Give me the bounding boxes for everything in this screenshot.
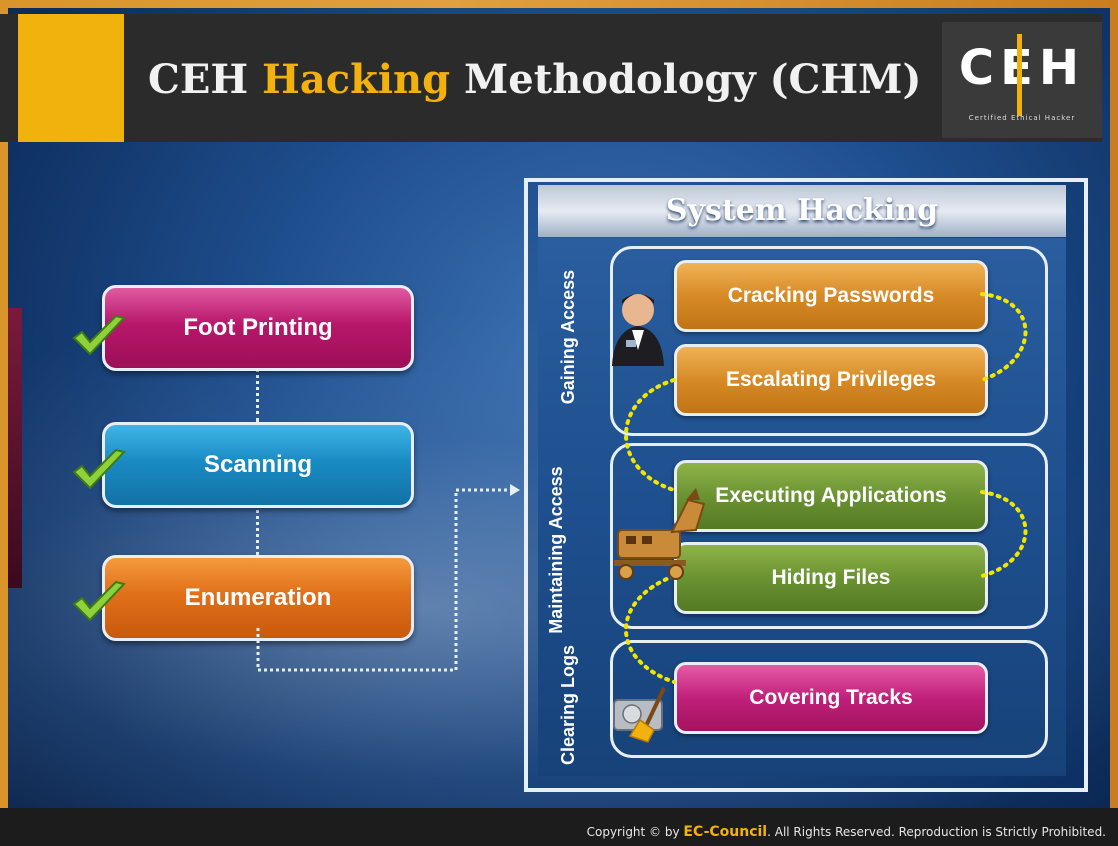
step-connector (256, 368, 259, 422)
group-label-clearing-logs: Clearing Logs (558, 645, 578, 766)
task-cracking-passwords: Cracking Passwords (674, 260, 988, 332)
task-escalating-privileges: Escalating Privileges (674, 344, 988, 416)
step-label: Foot Printing (183, 314, 333, 341)
step-enumeration: Enumeration (102, 555, 414, 641)
header-accent-block (18, 14, 124, 142)
logo-divider (1017, 34, 1022, 116)
checkmark-icon (72, 580, 126, 622)
task-executing-applications: Executing Applications (674, 460, 988, 532)
group-maintaining-access (610, 443, 1048, 629)
task-covering-tracks: Covering Tracks (674, 662, 988, 734)
title-highlight: Hacking (262, 56, 451, 103)
title-part-2: Methodology (CHM) (450, 56, 922, 103)
footer-bar (0, 808, 1118, 846)
page-title: CEH Hacking Methodology (CHM) (148, 40, 921, 120)
step-label: Scanning (203, 451, 312, 478)
brand-name: EC-Council (683, 824, 768, 840)
group-label-gaining-access: Gaining Access (558, 269, 578, 405)
checkmark-icon (72, 448, 126, 490)
logo-subtitle: Certified Ethical Hacker (968, 114, 1076, 122)
step-scanning: Scanning (102, 422, 414, 508)
title-part-1: CEH (148, 56, 263, 103)
copyright-suffix: . All Rights Reserved. Reproduction is S… (767, 825, 1106, 839)
decorative-strip (8, 308, 22, 588)
checkmark-icon (72, 314, 126, 356)
step-label: Enumeration (184, 584, 332, 611)
group-clearing-logs (610, 640, 1048, 758)
logo-letters: CEH (958, 40, 1086, 96)
group-gaining-access (610, 246, 1048, 436)
step-foot-printing: Foot Printing (102, 285, 414, 371)
copyright-notice: Copyright © by EC-Council. All Rights Re… (587, 822, 1106, 842)
header-bar (0, 14, 1102, 142)
task-hiding-files: Hiding Files (674, 542, 988, 614)
step-connector (256, 505, 259, 555)
copyright-prefix: Copyright © by (586, 825, 684, 839)
ceh-logo: CEH Certified Ethical Hacker (942, 22, 1102, 138)
system-hacking-title: System Hacking (538, 185, 1066, 237)
